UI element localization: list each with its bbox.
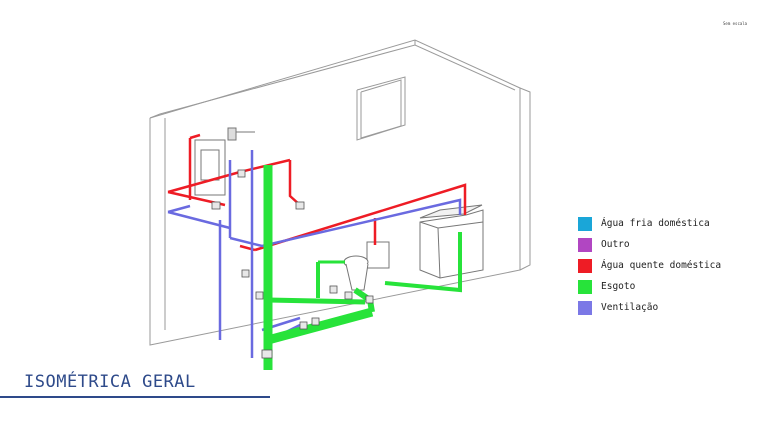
legend-swatch [578,300,592,315]
legend-item-hot-water: Água quente doméstica [578,255,721,276]
water-heater [194,127,255,196]
door [356,76,406,141]
legend-label: Água quente doméstica [601,260,722,271]
title-underline [0,396,270,398]
sink-cabinet [419,204,484,279]
legend-swatch [578,279,592,294]
pipe-fittings [211,169,374,359]
legend-item-sewer: Esgoto [578,276,721,297]
legend-swatch [578,258,592,273]
legend-label: Esgoto [601,281,636,292]
legend-label: Outro [601,239,630,250]
legend-item-cold-water: Água fria doméstica [578,213,721,234]
legend-label: Ventilação [601,302,659,313]
legend-swatch [578,216,592,231]
legend-item-ventilation: Ventilação [578,297,721,318]
legend-swatch [578,237,592,252]
scale-note: Sem escala [723,21,748,26]
room-walls [149,39,531,346]
page-title: ISOMÉTRICA GERAL [24,372,196,392]
legend-item-other: Outro [578,234,721,255]
legend-label: Água fria doméstica [601,218,710,229]
legend: Água fria doméstica Outro Água quente do… [578,213,721,318]
toilet [343,241,390,291]
